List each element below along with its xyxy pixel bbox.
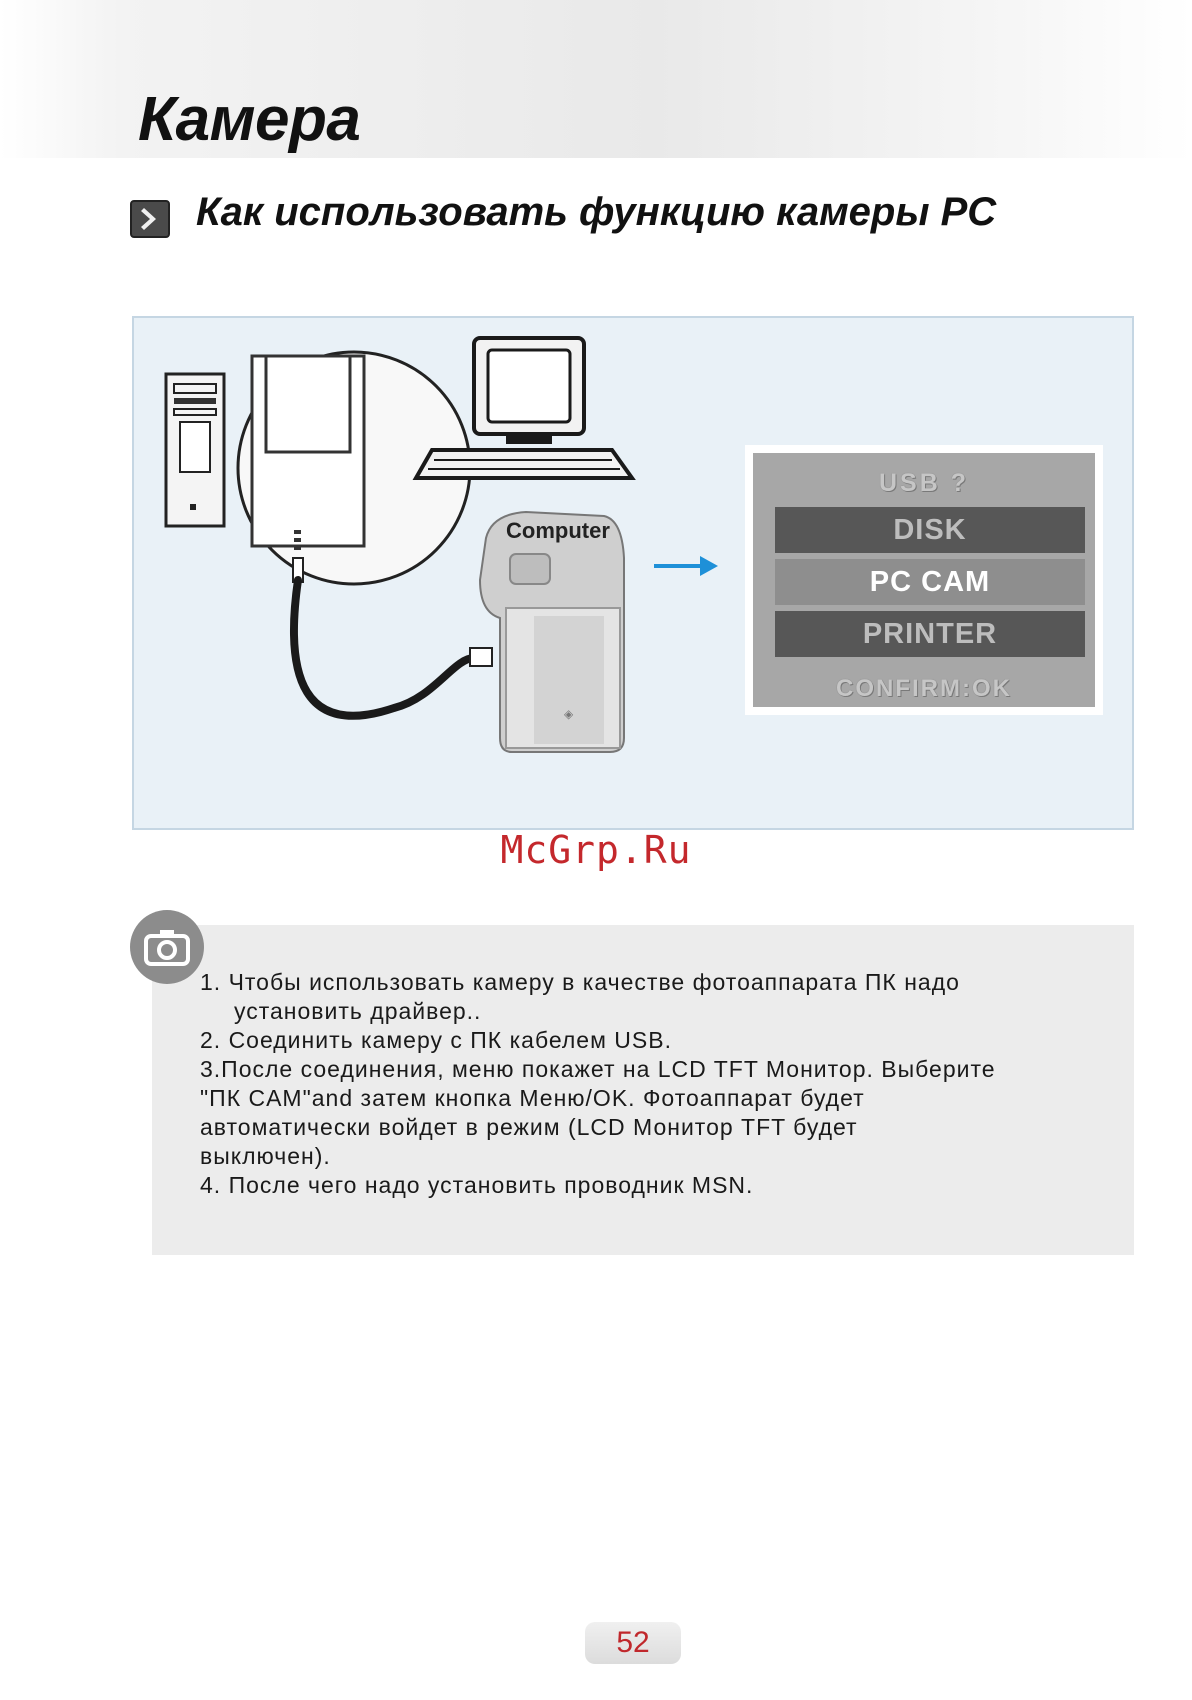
computer-label: Computer [506,518,610,543]
list-item: выключен). [200,1143,331,1169]
svg-text:◈: ◈ [564,707,574,721]
lcd-screen: USB ? DISK PC CAM PRINTER CONFIRM:OK [745,445,1103,715]
list-item: установить драйвер.. [234,998,482,1024]
chevron-right-icon [130,200,170,238]
section-heading: Как использовать функцию камеры PC [130,190,1160,250]
list-item: 2. Соединить камеру с ПК кабелем USB. [200,1027,672,1053]
pc-tower-icon [164,372,226,528]
menu-item-pc-cam[interactable]: PC CAM [775,559,1085,605]
watermark: McGrp.Ru [500,828,692,872]
header-band [0,0,1192,158]
list-item: 1. Чтобы использовать камеру в качестве … [200,969,960,995]
page-number: 52 [585,1622,681,1664]
menu-item-disk[interactable]: DISK [775,507,1085,553]
usb-menu-title: USB ? [879,469,969,497]
instructions-list: 1. Чтобы использовать камеру в качестве … [200,968,1130,1200]
menu-item-printer[interactable]: PRINTER [775,611,1085,657]
connection-diagram: ◈ Computer USB ? DISK PC CAM PRINTER CON… [132,316,1134,830]
confirm-hint: CONFIRM:OK [836,675,1012,702]
section-title: Как использовать функцию камеры PC [196,190,997,234]
list-item: 3.После соединения, меню покажет на LCD … [200,1056,996,1082]
usb-menu: USB ? DISK PC CAM PRINTER CONFIRM:OK [753,453,1095,707]
computer-icon [412,336,636,480]
camera-icon [130,910,204,984]
list-item: автоматически войдет в режим (LCD Монито… [200,1114,858,1140]
list-item: 4. После чего надо установить проводник … [200,1172,754,1198]
notes-panel [152,925,1134,1255]
page-title: Камера [138,85,361,154]
list-item: "ПК CAM"and затем кнопка Меню/OK. Фотоап… [200,1085,865,1111]
arrow-right-icon [654,556,718,576]
zoom-detail [236,350,472,586]
camcorder-icon: ◈ [478,510,625,753]
pc-camera-illustration: ◈ [164,336,718,753]
